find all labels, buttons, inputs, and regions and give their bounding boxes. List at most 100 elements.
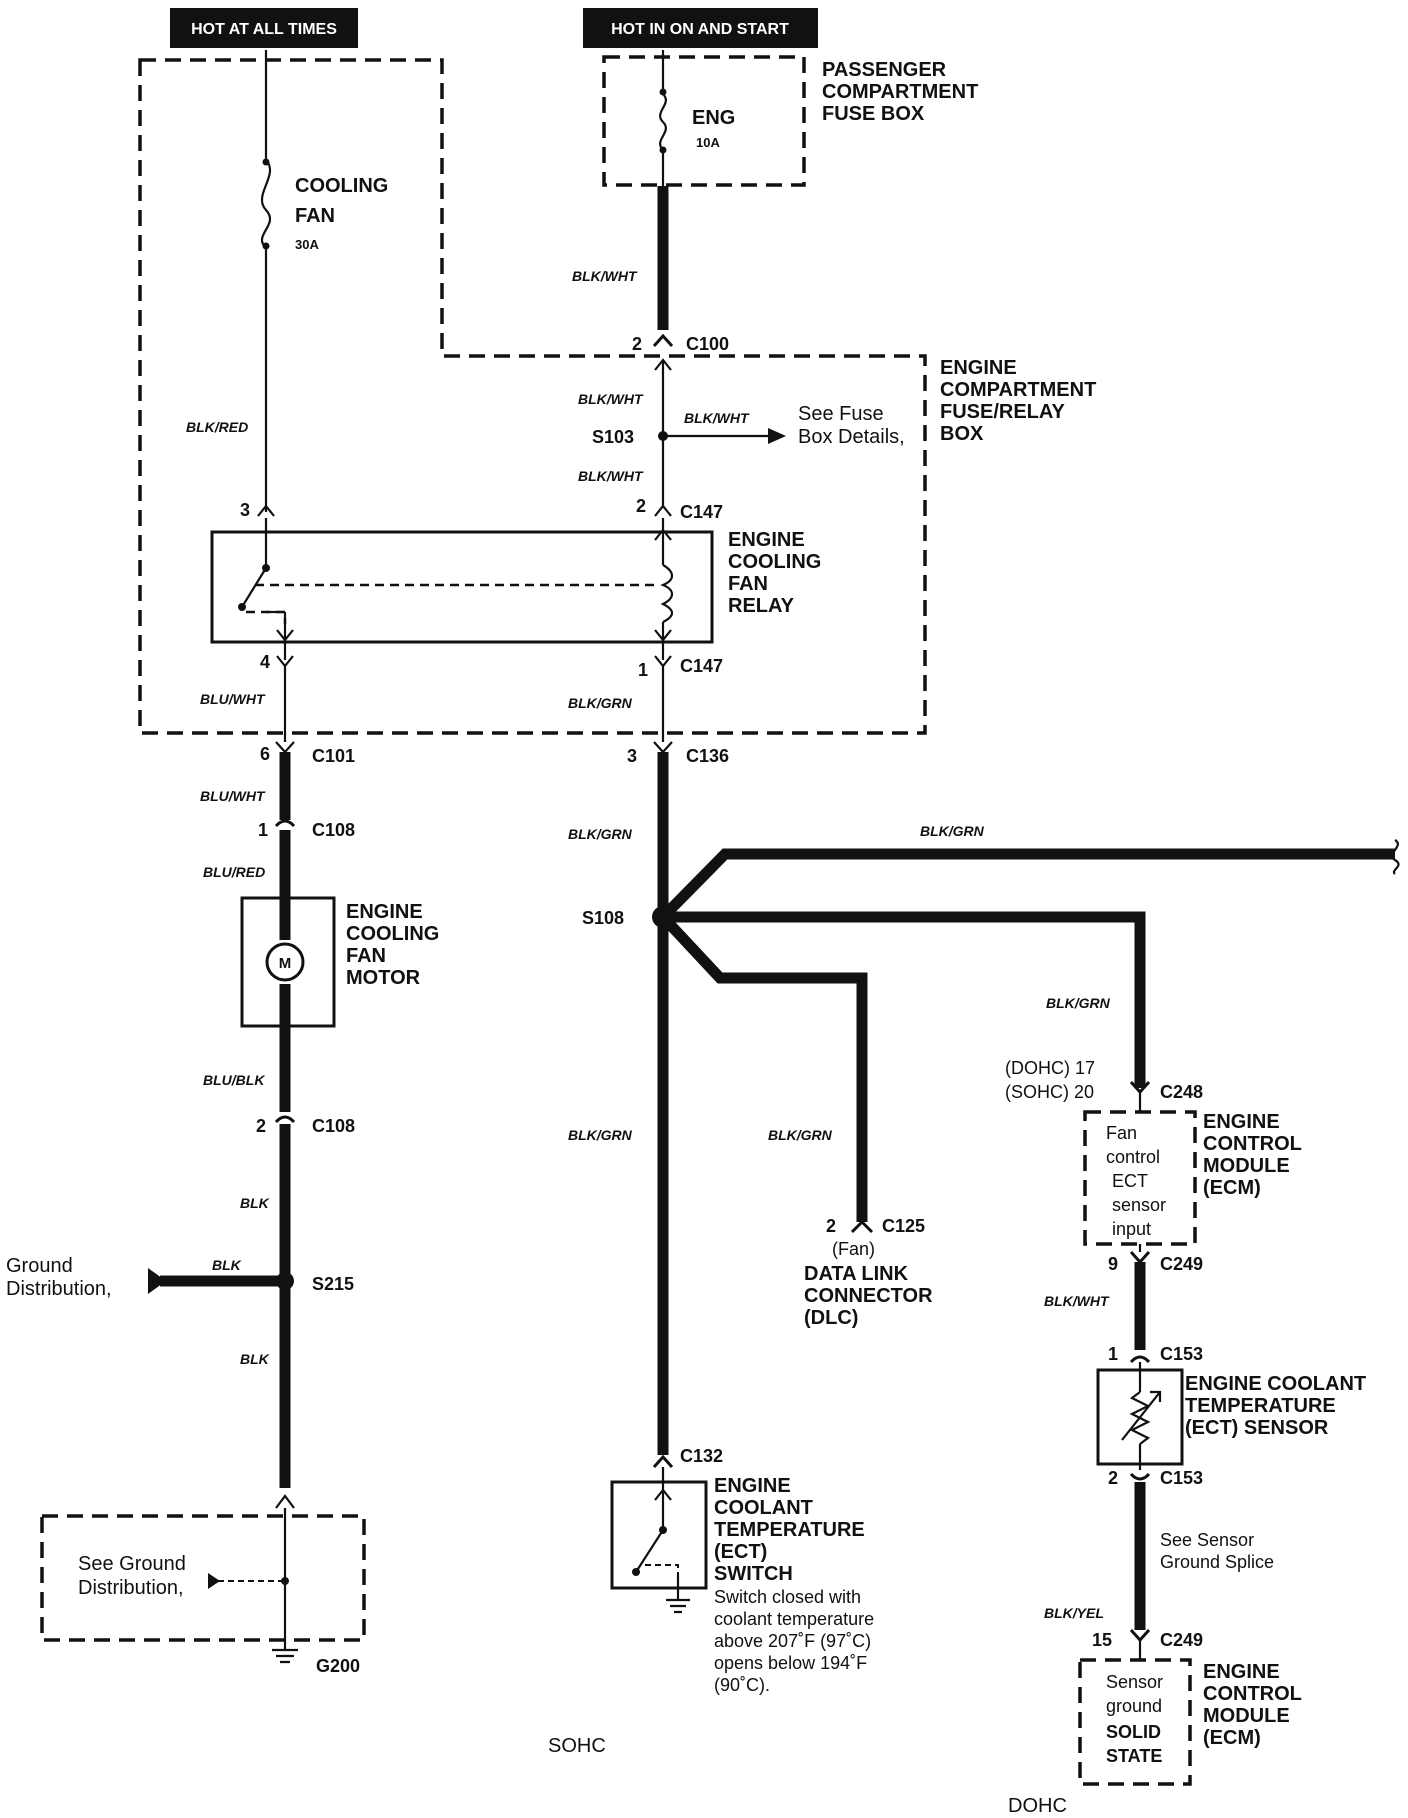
ect-switch-arrow bbox=[654, 1488, 672, 1501]
c108-a-connector bbox=[274, 819, 296, 828]
relay-switch-arm bbox=[241, 567, 267, 608]
ground-splice-dot bbox=[281, 1577, 289, 1585]
engine-comp-box-label-2: COMPARTMENT bbox=[940, 379, 1096, 401]
engine-comp-box-label-3: FUSE/RELAY bbox=[940, 401, 1066, 423]
ecm-label-3: MODULE bbox=[1203, 1155, 1290, 1177]
c153-a-label: C153 bbox=[1160, 1344, 1203, 1364]
c147-bot-pin-right: 1 bbox=[638, 660, 648, 680]
motor-symbol: M bbox=[279, 955, 292, 972]
ecm-input-5: input bbox=[1112, 1219, 1151, 1239]
c153-b-label: C153 bbox=[1160, 1468, 1203, 1488]
c249-a-pin: 9 bbox=[1108, 1254, 1118, 1274]
wire-blk-grn-top bbox=[659, 848, 1395, 921]
c153-a-pin: 1 bbox=[1108, 1344, 1118, 1364]
engine-cooling-fan-relay-box bbox=[210, 530, 714, 644]
sensor-ground-note-1: See Sensor bbox=[1160, 1530, 1254, 1550]
engine-comp-box-label-4: BOX bbox=[940, 423, 984, 445]
g200-label: G200 bbox=[316, 1656, 360, 1676]
c249-a-label: C249 bbox=[1160, 1254, 1203, 1274]
c100-connector bbox=[652, 333, 674, 348]
wire-label-blu-wht-a: BLU/WHT bbox=[200, 691, 266, 707]
ect-sensor-label-3: (ECT) SENSOR bbox=[1185, 1417, 1329, 1439]
c125-connector bbox=[850, 1219, 874, 1234]
c100-label: C100 bbox=[686, 334, 729, 354]
c147-bot-pin-left: 4 bbox=[260, 652, 270, 672]
c125-pin: 2 bbox=[826, 1216, 836, 1236]
ecm2-input-3: SOLID bbox=[1106, 1722, 1161, 1742]
g200-connector bbox=[275, 1494, 295, 1509]
wire-label-blk-grn-ecm: BLK/GRN bbox=[1046, 995, 1111, 1011]
c249-b-label: C249 bbox=[1160, 1630, 1203, 1650]
wire-label-blu-blk: BLU/BLK bbox=[203, 1072, 265, 1088]
wire-label-blk-red: BLK/RED bbox=[186, 419, 248, 435]
wire-label-blk-2: BLK bbox=[212, 1257, 242, 1273]
c132-connector bbox=[652, 1454, 674, 1469]
c147-top-pin-right: 2 bbox=[636, 496, 646, 516]
hot-at-all-times-label: HOT AT ALL TIMES bbox=[191, 21, 337, 38]
g200-ground-symbol bbox=[272, 1648, 298, 1664]
c132-label: C132 bbox=[680, 1446, 723, 1466]
see-fuse-arrow bbox=[768, 428, 786, 444]
c101-pin: 6 bbox=[260, 744, 270, 764]
hot-at-all-times-tag bbox=[170, 8, 358, 48]
ect-switch-link bbox=[645, 1564, 679, 1575]
ect-switch-ground-symbol bbox=[666, 1598, 690, 1614]
c249-b-connector bbox=[1129, 1628, 1151, 1643]
cooling-fan-fuse-symbol bbox=[260, 159, 272, 249]
c108-b-pin: 2 bbox=[256, 1116, 266, 1136]
ect-note-2: coolant temperature bbox=[714, 1609, 874, 1629]
ect-switch-label-2: COOLANT bbox=[714, 1497, 813, 1519]
motor-label-1: ENGINE bbox=[346, 901, 423, 923]
c248-sohc: (SOHC) 20 bbox=[1005, 1082, 1094, 1102]
c100-pin: 2 bbox=[632, 334, 642, 354]
c136-label: C136 bbox=[686, 746, 729, 766]
ect-sensor-variable-arrow bbox=[1121, 1390, 1162, 1441]
c147-bot-label: C147 bbox=[680, 656, 723, 676]
ect-switch-box bbox=[610, 1480, 708, 1590]
ground-dist-note-1: Ground bbox=[6, 1255, 73, 1277]
ecm-sensor-ground-box bbox=[1078, 1658, 1192, 1786]
wire-label-blk-wht-b: BLK/WHT bbox=[578, 468, 644, 484]
ect-note-4: opens below 194˚F bbox=[714, 1653, 867, 1673]
ect-sensor-label-1: ENGINE COOLANT bbox=[1185, 1373, 1366, 1395]
hot-in-on-and-start-tag bbox=[583, 8, 818, 48]
see-ground-note-1: See Ground bbox=[78, 1553, 186, 1575]
engine-comp-box-label-1: ENGINE bbox=[940, 357, 1017, 379]
wire-label-blk-wht-ecm: BLK/WHT bbox=[1044, 1293, 1110, 1309]
cooling-fan-fuse-end-top bbox=[262, 158, 270, 166]
c100-pin-top bbox=[654, 358, 672, 371]
ground-dist-note-2: Distribution, bbox=[6, 1278, 112, 1300]
ect-switch-label-5: SWITCH bbox=[714, 1563, 793, 1585]
see-fuse-note-1: See Fuse bbox=[798, 403, 884, 425]
s215-label: S215 bbox=[312, 1274, 354, 1294]
wire-label-blk-wht-top: BLK/WHT bbox=[572, 268, 638, 284]
wire-label-blk-grn-top: BLK/GRN bbox=[920, 823, 985, 839]
ecm2-input-4: STATE bbox=[1106, 1746, 1162, 1766]
wire-label-blk-yel: BLK/YEL bbox=[1044, 1605, 1104, 1621]
s103-label: S103 bbox=[592, 427, 634, 447]
relay-coil-symbol bbox=[660, 564, 674, 623]
wire-label-blk-grn-ect: BLK/GRN bbox=[568, 1127, 633, 1143]
c125-label: C125 bbox=[882, 1216, 925, 1236]
relay-coil-arrow bbox=[654, 528, 672, 541]
see-ground-note-2: Distribution, bbox=[78, 1577, 184, 1599]
ecm-label-1: ENGINE bbox=[1203, 1111, 1280, 1133]
eng-fuse-rating: 10A bbox=[696, 135, 720, 150]
c153-b-pin: 2 bbox=[1108, 1468, 1118, 1488]
wire-label-blk-1: BLK bbox=[240, 1195, 270, 1211]
dlc-label-3: (DLC) bbox=[804, 1307, 858, 1329]
c136-connector bbox=[653, 741, 673, 754]
ect-sensor-label-2: TEMPERATURE bbox=[1185, 1395, 1336, 1417]
cooling-fan-fuse-label-2: FAN bbox=[295, 205, 335, 227]
eng-fuse-symbol bbox=[659, 93, 667, 151]
cooling-fan-fuse-rating: 30A bbox=[295, 237, 319, 252]
see-fuse-note-2: Box Details, bbox=[798, 426, 905, 448]
wire-label-blu-red: BLU/RED bbox=[203, 864, 265, 880]
wire-break-symbol bbox=[1391, 839, 1400, 875]
ecm2-label-4: (ECM) bbox=[1203, 1727, 1261, 1749]
c147-top-pin-left: 3 bbox=[240, 500, 250, 520]
wire-label-blk-wht-c: BLK/WHT bbox=[684, 410, 750, 426]
c147-pin3-connector bbox=[257, 504, 275, 517]
passenger-box-label-1: PASSENGER bbox=[822, 59, 947, 81]
wire-label-blk-grn-dlc: BLK/GRN bbox=[768, 1127, 833, 1143]
